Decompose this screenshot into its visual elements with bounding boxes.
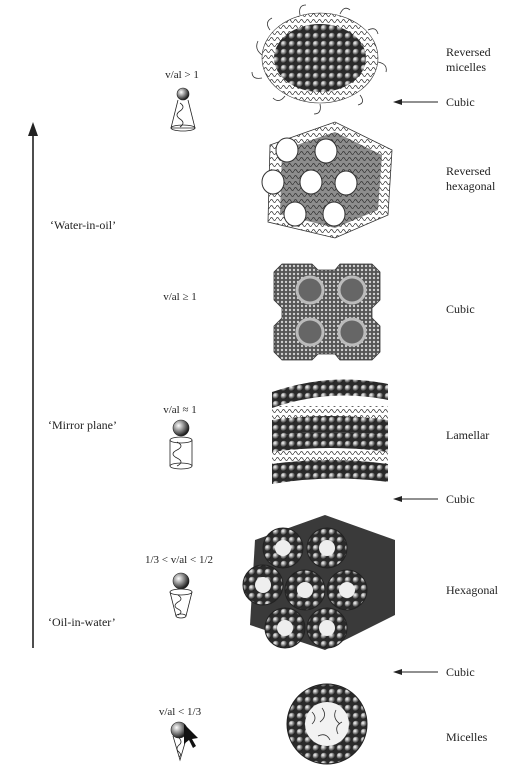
cylinder-molecule-icon (169, 419, 193, 470)
ratio-label-1: v/al > 1 (165, 69, 199, 81)
ratio-label-3: v/al ≈ 1 (163, 404, 197, 416)
hexagonal-structure (242, 515, 395, 650)
ratio-label-5: v/al < 1/3 (158, 706, 202, 718)
phase-label-cubic-4: Cubic (446, 665, 475, 679)
mouse-cursor-icon (184, 724, 198, 748)
phase-label-cubic-1: Cubic (446, 95, 475, 109)
reversed-micelle-structure (251, 4, 387, 115)
cubic-arrow-2 (393, 496, 438, 502)
phase-label-lamellar: Lamellar (446, 428, 490, 442)
phase-label-micelles: Micelles (446, 730, 488, 744)
vertical-arrow (28, 122, 38, 648)
ratio-label-2: v/al ≥ 1 (163, 291, 197, 303)
phase-label-reversed-micelles: Reversed micelles (446, 45, 491, 74)
cubic-structure (273, 263, 381, 361)
ratio-label-4: 1/3 < v/al < 1/2 (144, 554, 213, 566)
micelle-structure (286, 683, 368, 765)
truncated-cone-molecule-icon (169, 572, 193, 619)
cone-molecule-icon (170, 721, 198, 762)
regime-label-water-in-oil: ‘Water-in-oil’ (50, 218, 117, 232)
phase-label-hexagonal: Hexagonal (446, 583, 498, 597)
reversed-hexagonal-structure (261, 121, 393, 239)
phase-label-cubic-2: Cubic (446, 302, 475, 316)
cubic-arrow-1 (393, 99, 438, 105)
regime-label-oil-in-water: ‘Oil-in-water’ (48, 615, 116, 629)
phase-label-cubic-3: Cubic (446, 492, 475, 506)
cubic-arrow-3 (393, 669, 438, 675)
phase-label-reversed-hexagonal: Reversed hexagonal (446, 164, 496, 193)
inverted-cone-molecule-icon (170, 87, 196, 132)
lamellar-structure (272, 379, 388, 484)
regime-label-mirror-plane: ‘Mirror plane’ (48, 418, 117, 432)
